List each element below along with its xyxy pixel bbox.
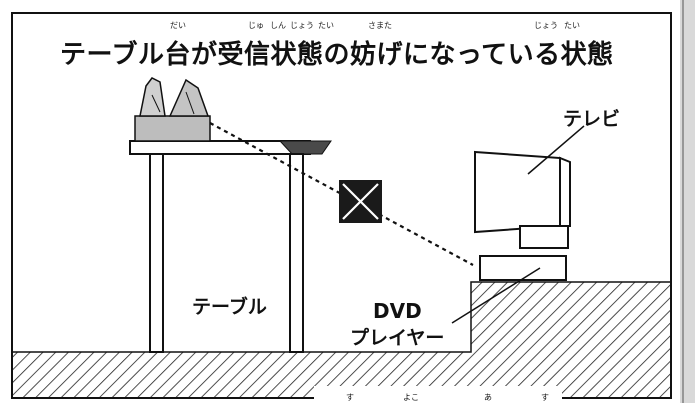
tv-label: テレビ	[563, 108, 621, 130]
dvd-player	[479, 255, 567, 281]
furigana: さまた	[368, 21, 392, 30]
furigana: しん	[270, 21, 286, 30]
furigana: じょう	[534, 21, 558, 30]
dvd-pointer	[451, 267, 541, 324]
table-label: テーブル	[192, 296, 267, 318]
furigana: じょう	[290, 21, 314, 30]
antenna-receiver-icon	[134, 77, 211, 142]
furigana: たい	[564, 21, 580, 30]
blocked-x-icon	[339, 180, 382, 223]
table	[129, 140, 332, 353]
tv-pointer	[527, 125, 585, 175]
bottom-furigana: よこ	[403, 393, 419, 402]
furigana: たい	[318, 21, 334, 30]
caption-strip	[314, 386, 562, 403]
bottom-furigana: す	[541, 393, 549, 402]
tv	[474, 150, 571, 249]
floor-hatch	[13, 282, 670, 397]
scan-edge	[680, 0, 695, 403]
furigana: だい	[170, 21, 186, 30]
dvd-player-label: プレイヤー	[350, 327, 445, 349]
bottom-furigana: す	[346, 393, 354, 402]
bottom-furigana: あ	[484, 393, 492, 402]
dvd-label: DVD	[373, 299, 422, 323]
signal-line	[209, 122, 474, 266]
furigana: じゅ	[248, 21, 264, 30]
diagram-title: テーブル台が受信状態の妨げになっている状態	[60, 40, 614, 70]
